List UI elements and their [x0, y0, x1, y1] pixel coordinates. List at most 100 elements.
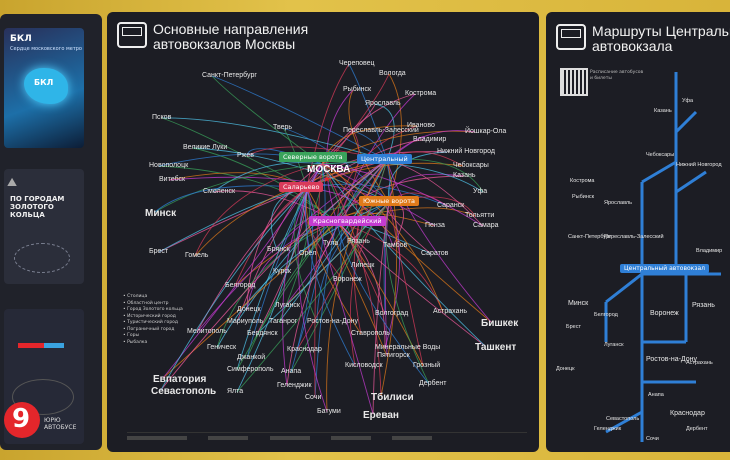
- legend-item: • Горы: [123, 333, 139, 338]
- route-line: [286, 159, 388, 387]
- city-label: Рыбинск: [343, 86, 372, 93]
- city-label: Нижний Новгород: [437, 148, 495, 155]
- route-line: [348, 89, 390, 203]
- moscow-transport-logo: 9: [4, 402, 40, 438]
- city-label: Минск: [145, 208, 177, 219]
- route-station-label: Уфа: [682, 98, 694, 104]
- city-label: Череповец: [339, 60, 375, 67]
- footer-contacts: [127, 432, 527, 441]
- route-station-label: Луганск: [604, 342, 624, 348]
- city-label: Кострома: [405, 90, 437, 97]
- route-line: [388, 173, 464, 203]
- route-line: [302, 187, 344, 281]
- main-title-line1: Основные направления: [153, 21, 309, 37]
- mountain-icon: ⛰: [7, 175, 18, 189]
- legend-item: • Пограничный город: [123, 326, 175, 332]
- city-label: Астрахань: [433, 308, 467, 315]
- route-line: [290, 187, 314, 373]
- route-line: [321, 163, 382, 397]
- route-station-label: Севастополь: [606, 416, 640, 422]
- route-line: [388, 151, 448, 203]
- bkl-subtitle: Сердце московского метро: [10, 46, 82, 52]
- route-branch: [605, 410, 643, 434]
- route-station-label: Переславль-Залесский: [604, 234, 664, 240]
- city-label: Липецк: [351, 262, 375, 269]
- tag-yuzhnye-vorota: Южные ворота: [359, 196, 419, 206]
- route-station-label: Казань: [654, 108, 672, 114]
- route-line: [306, 63, 350, 189]
- tag-severnye-vorota: Северные ворота: [279, 152, 347, 162]
- route-station-label: Рыбинск: [572, 194, 595, 200]
- route-line: [306, 187, 374, 415]
- route-line: [216, 221, 338, 349]
- city-label: Геническ: [207, 344, 237, 351]
- route-branch: [605, 272, 643, 304]
- city-label: Переславль-Залесский: [343, 127, 419, 134]
- city-label: Витебск: [159, 176, 186, 183]
- city-label: Самара: [473, 222, 499, 229]
- route-line: [380, 159, 398, 397]
- city-label: Орёл: [299, 250, 317, 257]
- city-label: Дербент: [419, 380, 447, 387]
- route-line: [211, 75, 323, 165]
- route-line: [336, 175, 464, 223]
- bus-icon-right: [556, 24, 586, 50]
- city-label: Владимир: [413, 136, 447, 143]
- route-line: [216, 201, 390, 349]
- city-label: Севастополь: [151, 386, 217, 397]
- qr-code[interactable]: [560, 68, 588, 96]
- city-label: Тула: [323, 240, 339, 247]
- golden-ring-map: [14, 243, 70, 273]
- legend: • Столица• Областной центр• Город Золото…: [123, 294, 183, 346]
- route-station-label: Геленджик: [594, 426, 622, 432]
- legend-item: • Туристический город: [123, 320, 179, 325]
- route-line: [321, 163, 484, 227]
- route-line: [374, 103, 395, 161]
- route-line: [278, 187, 310, 323]
- city-label: Вологда: [379, 70, 406, 77]
- route-station-label: Воронеж: [650, 310, 679, 317]
- route-line: [326, 159, 388, 413]
- city-label: Ташкент: [475, 342, 517, 353]
- city-label: Пятигорск: [377, 352, 410, 359]
- route-line: [384, 201, 390, 357]
- moscow-star-icon: ★: [323, 175, 332, 185]
- city-label: Брянск: [267, 246, 290, 253]
- city-label: Ереван: [363, 410, 399, 421]
- city-label: Минеральные Воды: [375, 344, 441, 351]
- city-label: Новополоцк: [149, 162, 189, 169]
- city-label: Тверь: [273, 124, 293, 131]
- city-label: Ростов-на-Дону: [307, 318, 358, 325]
- bus-trip-title: ЮРЮ АВТОБУСЕ: [44, 417, 77, 431]
- city-label: Краснодар: [287, 346, 322, 353]
- route-line: [158, 159, 388, 253]
- tag-centralny: Центральный: [357, 154, 412, 164]
- route-line: [290, 159, 388, 373]
- route-station-label: Владимир: [696, 248, 723, 254]
- route-line: [321, 163, 359, 243]
- city-label: Ялта: [227, 388, 244, 395]
- right-route-panel: Маршруты Центрального автовокзала Распис…: [546, 12, 730, 452]
- city-label: Курск: [273, 268, 291, 275]
- city-label: Санкт-Петербург: [202, 72, 257, 79]
- route-line: [336, 221, 486, 347]
- right-title-line1: Маршруты Центрального: [592, 23, 730, 39]
- city-label: Рязань: [347, 238, 370, 245]
- route-line: [236, 187, 308, 393]
- city-label: Ржев: [237, 152, 254, 159]
- route-branch: [641, 160, 677, 184]
- city-label: Пенза: [425, 222, 445, 229]
- route-line: [348, 63, 388, 161]
- route-station-label: Кострома: [570, 178, 595, 184]
- route-line: [321, 93, 416, 165]
- city-label: Таганрог: [269, 318, 298, 325]
- city-label: Грозный: [413, 362, 441, 369]
- moscow-label: МОСКВА: [307, 164, 351, 175]
- route-line: [316, 201, 390, 323]
- route-line: [160, 187, 308, 391]
- route-station-label: Анапа: [648, 392, 664, 398]
- route-line: [161, 117, 388, 161]
- route-line: [212, 162, 323, 193]
- legend-item: • Рыбалка: [123, 339, 148, 345]
- route-line: [297, 187, 328, 413]
